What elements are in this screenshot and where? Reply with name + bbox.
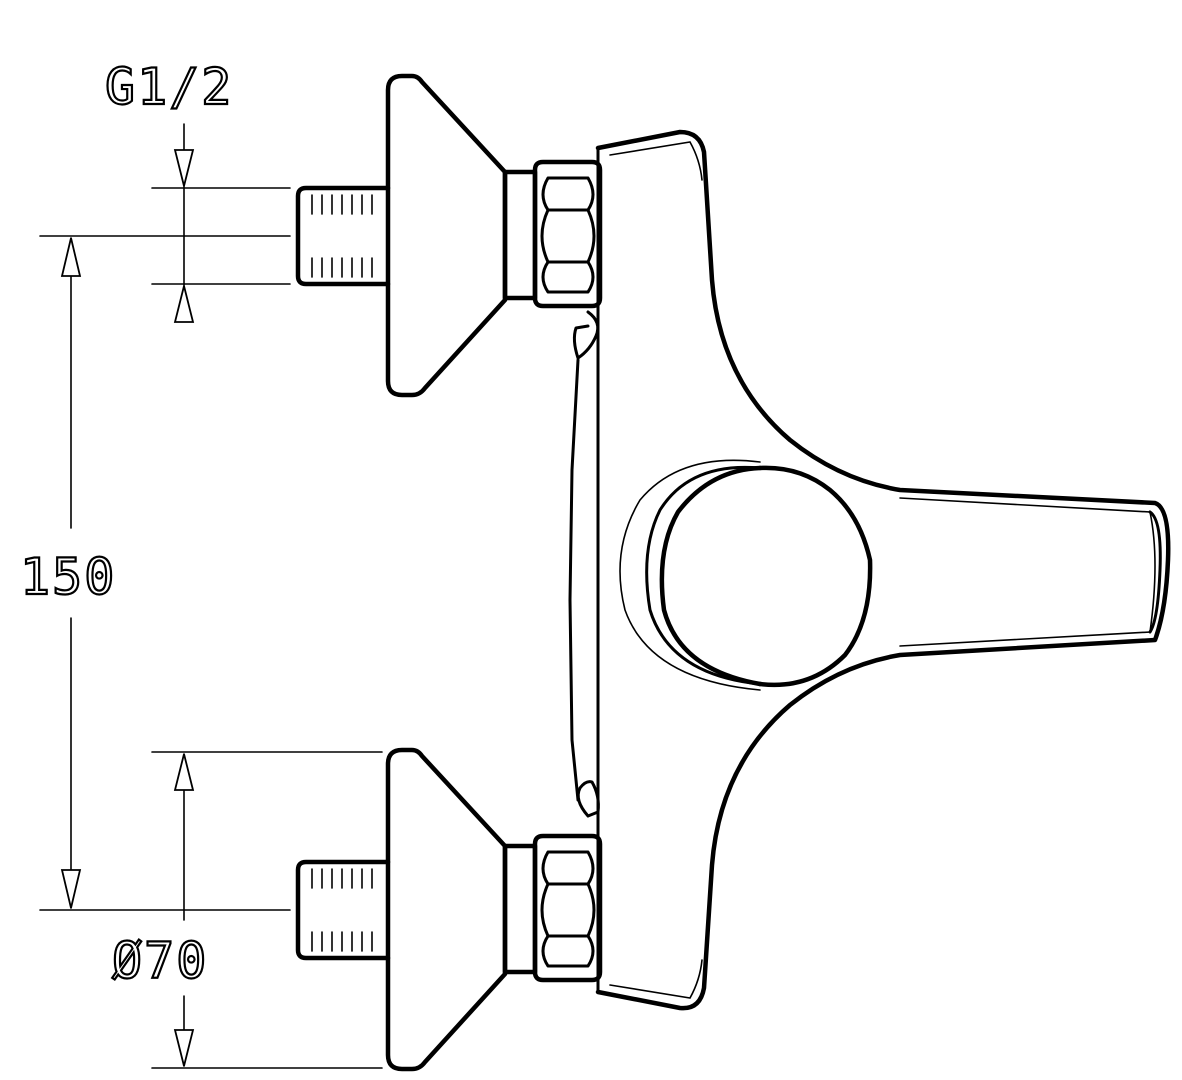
dimension-lines <box>39 123 383 1069</box>
handle-hub <box>619 459 873 691</box>
top-connector <box>295 73 603 398</box>
bottom-connector <box>295 747 603 1072</box>
bottom-thread-marks <box>311 868 373 952</box>
top-neck <box>502 169 538 301</box>
dim-label-thread: G1/2 <box>105 58 233 116</box>
mixer-body-outline <box>595 129 1171 1011</box>
mixer-body <box>568 129 1171 1011</box>
top-clip <box>572 310 600 360</box>
dim-thread-arrow-bottom <box>173 285 195 323</box>
dim-150-arrow-top <box>60 237 82 277</box>
top-thread-pipe <box>295 185 391 287</box>
mixer-body-rear-edge <box>568 358 580 802</box>
bottom-neck <box>502 843 538 975</box>
dim-150-arrow-bottom <box>60 869 82 909</box>
dim-diameter-arrow-top <box>173 753 195 791</box>
dim-thread-arrow-top <box>173 149 195 187</box>
dim-label-spacing: 150 <box>20 548 116 606</box>
bottom-thread-pipe <box>295 859 391 961</box>
top-hex-nut <box>532 159 603 309</box>
top-rosette <box>385 73 508 398</box>
dim-label-diameter: Ø70 <box>112 932 208 990</box>
bottom-hex-nut <box>532 833 603 983</box>
bottom-clip <box>576 780 600 818</box>
top-thread-marks <box>311 194 373 278</box>
bottom-rosette <box>385 747 508 1072</box>
dim-diameter-arrow-bottom <box>173 1029 195 1067</box>
